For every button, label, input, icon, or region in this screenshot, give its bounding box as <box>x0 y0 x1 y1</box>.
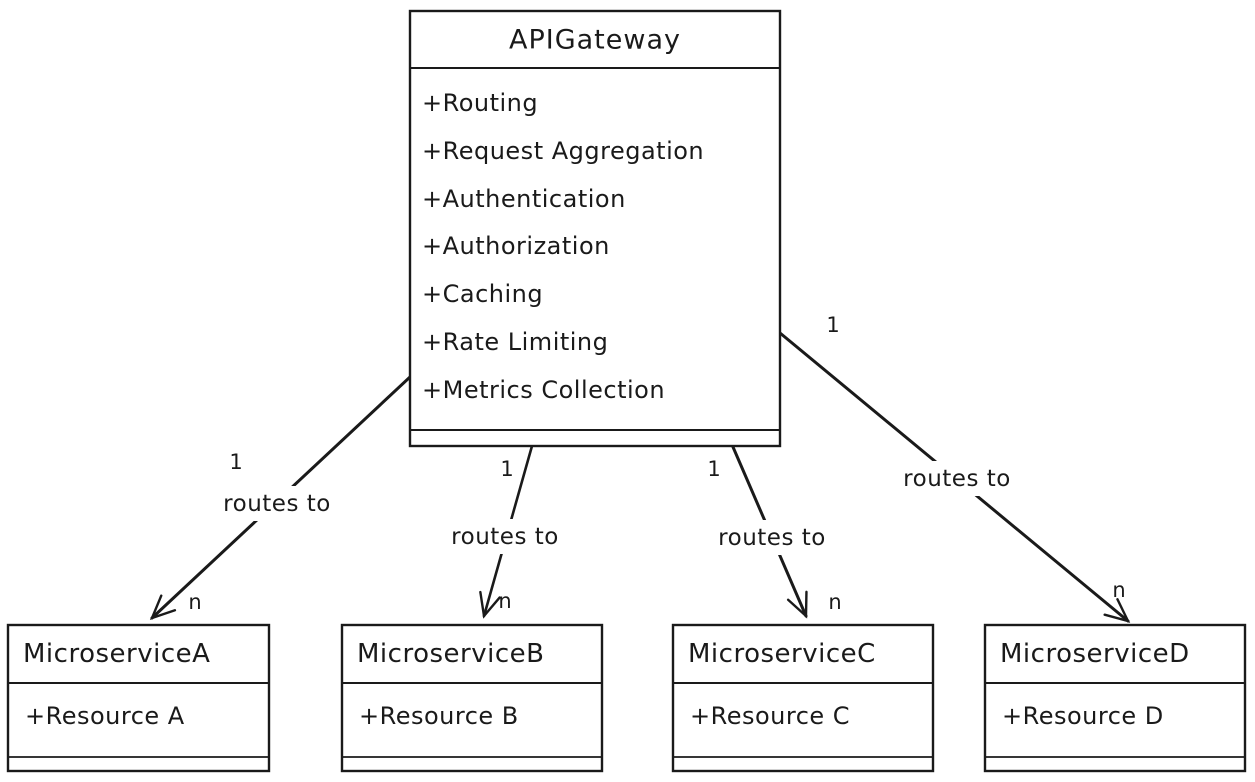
microservice-c-attribute: +Resource C <box>690 702 850 730</box>
class-node-microservice-d: MicroserviceD +Resource D <box>983 623 1247 773</box>
edge-label-routes-to-c: routes to <box>718 525 826 551</box>
apigateway-attribute: +Request Aggregation <box>422 137 704 165</box>
microservice-d-class-name: MicroserviceD <box>1000 639 1190 669</box>
edge-target-multiplicity-d: n <box>1112 578 1125 602</box>
apigateway-attribute: +Caching <box>422 280 543 308</box>
apigateway-attribute: +Rate Limiting <box>422 328 608 356</box>
apigateway-attribute: +Routing <box>422 89 538 117</box>
edge-label-background <box>442 519 568 554</box>
edge-target-multiplicity-c: n <box>828 590 841 614</box>
edge-gateway-to-microservice-a: routes to 1 n <box>149 375 412 620</box>
microservice-d-box <box>983 623 1247 773</box>
class-node-microservice-b: MicroserviceB +Resource B <box>340 623 604 773</box>
microservice-b-box <box>340 623 604 773</box>
edge-label-routes-to-b: routes to <box>451 524 559 550</box>
edge-source-multiplicity-c: 1 <box>707 457 720 481</box>
edge-target-multiplicity-b: n <box>498 589 511 613</box>
edge-target-multiplicity-a: n <box>188 590 201 614</box>
microservice-c-class-name: MicroserviceC <box>688 639 876 669</box>
class-node-apigateway: APIGateway +Routing +Request Aggregation… <box>408 9 782 448</box>
edge-gateway-to-microservice-c: routes to 1 n <box>707 445 842 619</box>
edge-label-background <box>894 461 1020 496</box>
edge-source-multiplicity-a: 1 <box>229 450 242 474</box>
edge-gateway-to-microservice-b: routes to 1 n <box>442 444 568 619</box>
edge-label-routes-to-a: routes to <box>223 491 331 517</box>
edge-source-multiplicity-d: 1 <box>826 313 839 337</box>
edge-source-multiplicity-b: 1 <box>500 457 513 481</box>
apigateway-class-name: APIGateway <box>509 25 681 56</box>
apigateway-box <box>408 9 782 448</box>
edge-label-routes-to-d: routes to <box>903 466 1011 492</box>
microservice-a-attribute: +Resource A <box>25 702 185 730</box>
edge-label-background <box>709 520 835 555</box>
class-node-microservice-a: MicroserviceA +Resource A <box>6 623 271 773</box>
microservice-b-attribute: +Resource B <box>359 702 519 730</box>
microservice-a-box <box>6 623 271 773</box>
apigateway-attribute: +Authorization <box>422 232 610 260</box>
microservice-c-box <box>671 623 935 773</box>
apigateway-attribute: +Authentication <box>422 185 626 213</box>
apigateway-attribute: +Metrics Collection <box>422 376 665 404</box>
microservice-a-class-name: MicroserviceA <box>23 639 210 669</box>
edge-gateway-to-microservice-d: routes to 1 n <box>778 313 1131 623</box>
microservice-b-class-name: MicroserviceB <box>357 639 544 669</box>
microservice-d-attribute: +Resource D <box>1002 702 1164 730</box>
class-node-microservice-c: MicroserviceC +Resource C <box>671 623 935 773</box>
edge-label-background <box>214 486 340 521</box>
